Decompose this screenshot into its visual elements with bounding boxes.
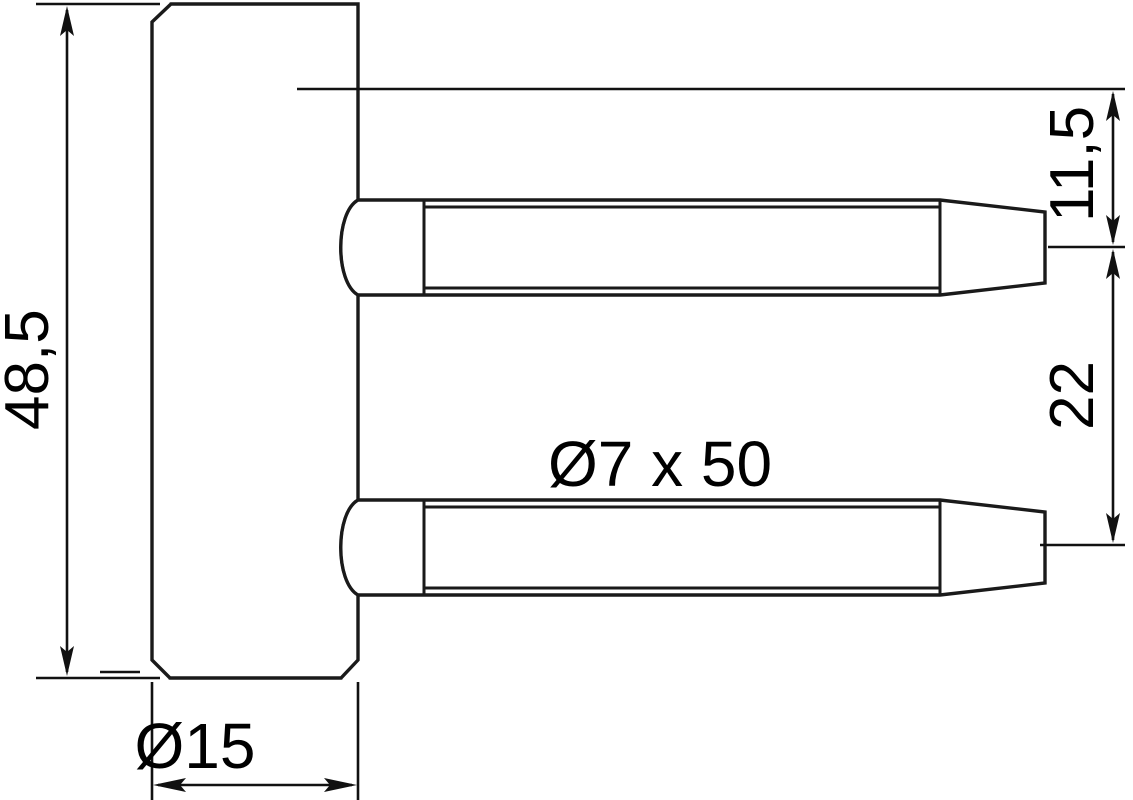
plate-diameter-dimension-group: Ø15 [100, 670, 360, 800]
plate-diameter-arrow-right [324, 778, 357, 792]
pin-spacing-arrow-up [1106, 249, 1120, 279]
top-offset-dimension-label: 11,5 [1038, 106, 1107, 222]
overall-height-arrow-up [60, 6, 74, 36]
flange-plate-group [150, 2, 360, 680]
top-offset-arrow-down [1106, 215, 1120, 245]
pin-spacing-arrow-down [1106, 513, 1120, 543]
pin-spec-callout-label: Ø7 x 50 [548, 428, 772, 500]
lower-pin-head-arc [339, 497, 361, 598]
overall-height-dimension-group: 48,5 [0, 2, 160, 680]
top-offset-arrow-up [1106, 91, 1120, 121]
pin-spacing-dimension-group: 22 [1038, 249, 1125, 547]
upper-pin-head-arc [339, 197, 361, 298]
plate-diameter-arrow-left [153, 778, 186, 792]
overall-height-dimension-label: 48,5 [0, 309, 62, 430]
flange-plate-outline [150, 2, 360, 680]
lower-pin-group [339, 497, 1047, 598]
overall-height-arrow-down [60, 646, 74, 676]
top-offset-dimension-group: 11,5 [297, 87, 1125, 249]
upper-pin-group [339, 197, 1047, 298]
plate-diameter-dimension-label: Ø15 [135, 710, 256, 782]
pin-spacing-dimension-label: 22 [1038, 361, 1107, 430]
pin-spec-callout-group: Ø7 x 50 [548, 428, 772, 500]
